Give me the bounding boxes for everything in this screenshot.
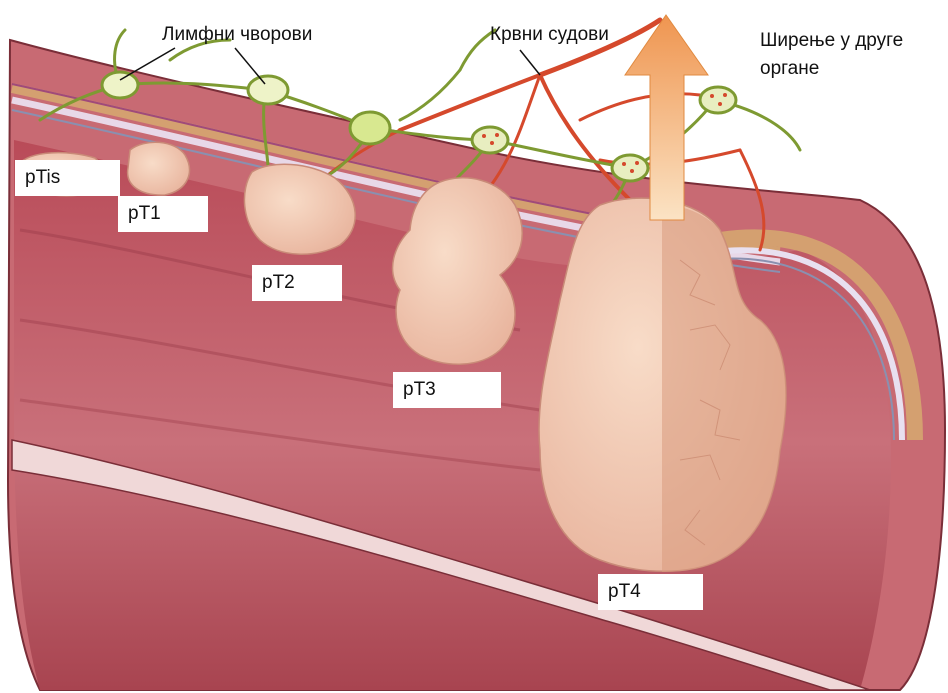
lymph-node xyxy=(350,112,390,144)
stage-label-ptis: pTis xyxy=(15,160,120,196)
lymph-node xyxy=(102,72,138,98)
spread-label-line1: Ширење у друге xyxy=(760,30,903,52)
lymph-node xyxy=(700,87,736,113)
lymph-node xyxy=(472,127,508,153)
leader-lines xyxy=(120,48,540,84)
stage-label-pt2: pT2 xyxy=(252,265,342,301)
stage-label-pt3: pT3 xyxy=(393,372,501,408)
lymph-node xyxy=(248,76,288,104)
blood-vessels-label: Крвни судови xyxy=(490,24,609,46)
lymph-node xyxy=(612,155,648,181)
stage-label-pt4: pT4 xyxy=(598,574,703,610)
spread-label-line2: органе xyxy=(760,58,819,80)
stage-label-pt1: pT1 xyxy=(118,196,208,232)
lymph-nodes-label: Лимфни чворови xyxy=(162,24,312,46)
tumor-pt1 xyxy=(128,142,190,195)
